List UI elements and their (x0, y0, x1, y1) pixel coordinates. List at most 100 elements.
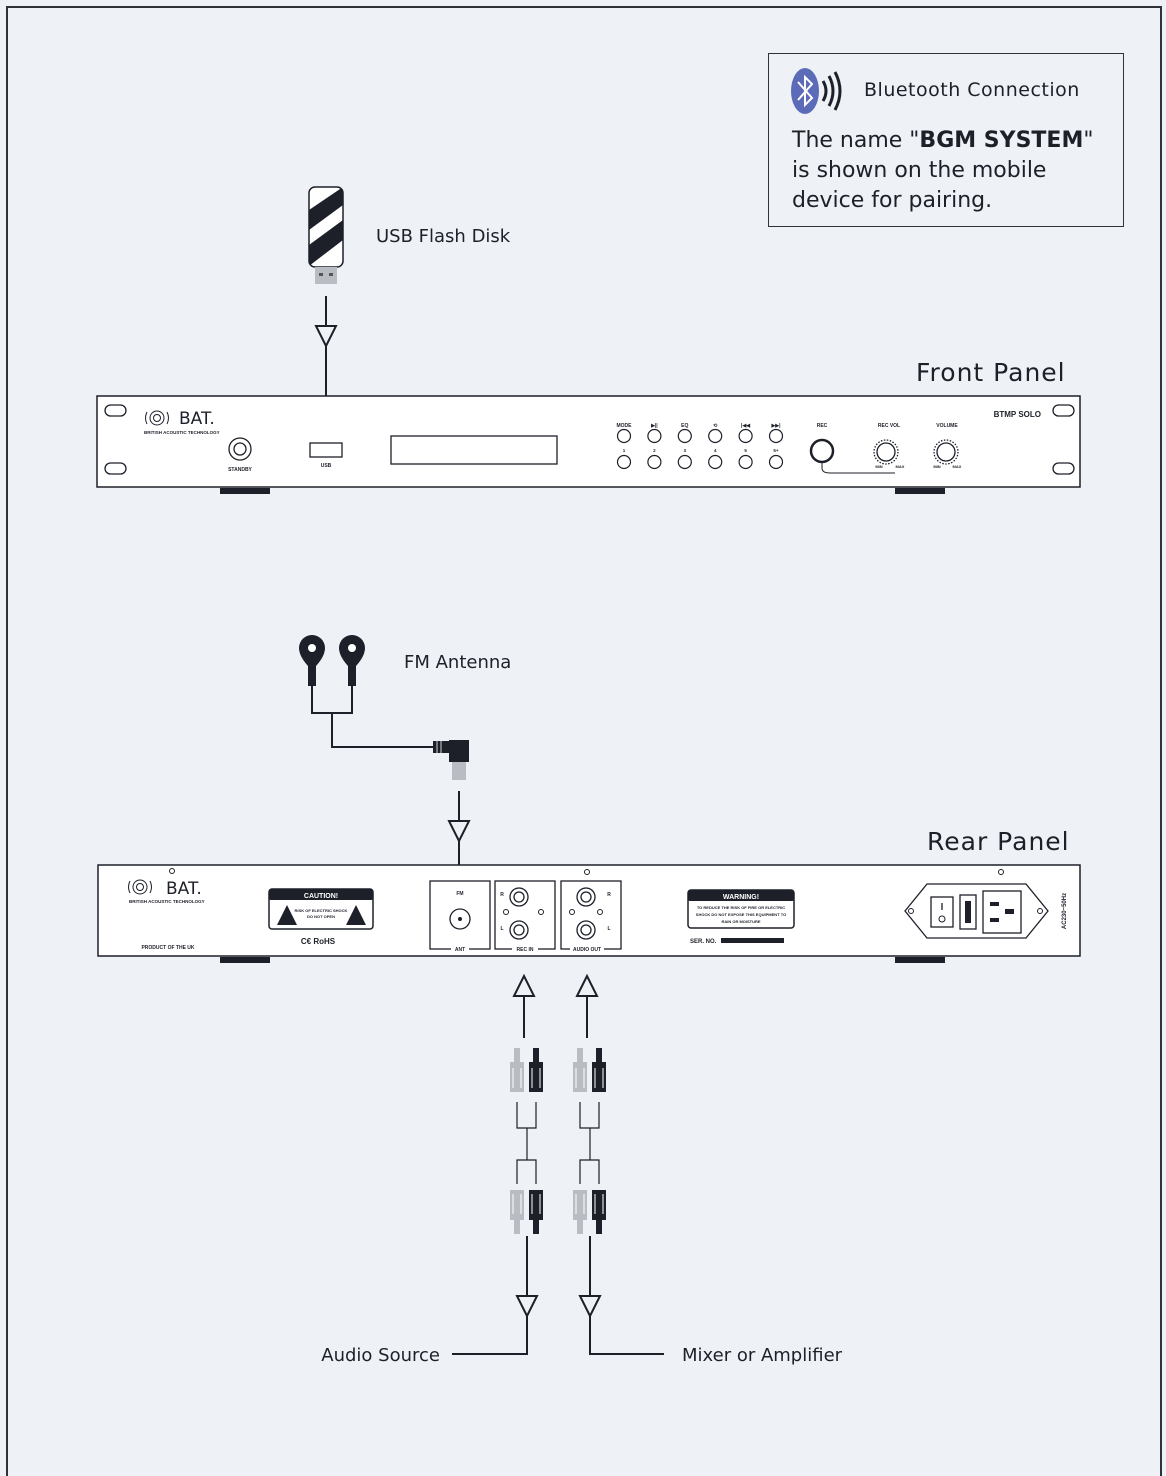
diagram-frame (6, 6, 1162, 1476)
front-panel: BAT. BRITISH ACOUSTIC TECHNOLOGY STANDBY… (96, 395, 1081, 494)
rca-left-upper-white-plug (510, 1048, 524, 1092)
svg-text:MIN: MIN (933, 464, 940, 469)
function-button-0[interactable] (616, 428, 632, 444)
svg-text:STANDBY: STANDBY (228, 467, 252, 473)
preset-label-4: 5 (744, 448, 747, 453)
antenna-connection-arrow (447, 791, 471, 881)
svg-text:C€ RoHS: C€ RoHS (301, 937, 336, 946)
preset-button-4[interactable] (738, 454, 753, 470)
power-inlet[interactable] (904, 869, 1049, 939)
bluetooth-device-name: BGM SYSTEM (919, 128, 1084, 153)
mixer-amplifier-label: Mixer or Amplifier (682, 1345, 843, 1366)
preset-label-5: 5+ (773, 448, 779, 453)
rec-in-rca-cable (510, 1048, 543, 1256)
svg-text:BRITISH ACOUSTIC TECHNOLOGY: BRITISH ACOUSTIC TECHNOLOGY (129, 899, 205, 904)
svg-text:VOLUME: VOLUME (936, 423, 958, 429)
svg-text:SHOCK DO NOT EXPOSE THIS EQUIP: SHOCK DO NOT EXPOSE THIS EQUIPMENT TO (696, 912, 786, 917)
svg-text:TO REDUCE THE RISK OF FIRE OR: TO REDUCE THE RISK OF FIRE OR ELECTRIC (697, 905, 785, 910)
svg-text:DO NOT OPEN: DO NOT OPEN (307, 914, 335, 919)
svg-text:R: R (607, 892, 611, 898)
bluetooth-description: The name "BGM SYSTEM" is shown on the mo… (792, 128, 1094, 213)
preset-label-1: 2 (653, 448, 656, 453)
svg-text:REC VOL: REC VOL (878, 423, 900, 429)
mixer-arrow (578, 1256, 664, 1355)
rca-right-lower-white-plug (573, 1190, 587, 1234)
rec-in-jacks[interactable]: R L REC IN (494, 880, 556, 953)
bluetooth-icon (791, 68, 842, 114)
preset-label-2: 3 (684, 448, 687, 453)
rec-vol-knob[interactable] (873, 439, 899, 465)
bat-logo-front: BAT. BRITISH ACOUSTIC TECHNOLOGY (144, 409, 220, 435)
rca-arrows (512, 973, 599, 1038)
preset-button-5[interactable] (768, 454, 784, 470)
svg-text:USB: USB (321, 463, 332, 469)
function-button-3[interactable] (708, 428, 723, 444)
rca-right-upper-white-plug (573, 1048, 587, 1092)
usb-flash-disk-icon (308, 186, 344, 284)
audio-out-jacks[interactable]: R L AUDIO OUT (560, 869, 622, 954)
svg-text:L: L (500, 926, 503, 932)
function-button-4[interactable] (738, 428, 753, 444)
svg-text:ANT: ANT (455, 947, 465, 953)
svg-text:WARNING!: WARNING! (723, 894, 759, 901)
audio-out-rca-cable (573, 1048, 606, 1256)
function-button-5[interactable] (768, 428, 784, 444)
button-label-4: |◀◀ (741, 423, 750, 429)
rca-left-upper-red-plug (529, 1048, 543, 1092)
svg-text:AC230~50Hz: AC230~50Hz (1062, 893, 1068, 929)
function-button-2[interactable] (677, 428, 692, 444)
rca-right-upper-red-plug (592, 1048, 606, 1092)
display-window (390, 435, 558, 465)
svg-text:CAUTION!: CAUTION! (304, 893, 338, 900)
rca-left-lower-red-plug (529, 1190, 543, 1234)
fm-antenna-label: FM Antenna (404, 652, 511, 673)
volume-knob[interactable] (933, 439, 959, 465)
button-label-1: ▶|| (650, 423, 658, 429)
svg-text:FM: FM (456, 891, 463, 897)
preset-label-3: 4 (714, 448, 717, 453)
svg-text:BAT.: BAT. (166, 879, 202, 899)
front-panel-label: Front Panel (916, 358, 1066, 387)
bluetooth-title: Bluetooth Connection (864, 79, 1080, 101)
audio-source-label: Audio Source (321, 1345, 440, 1366)
button-label-0: MODE (617, 423, 633, 429)
rca-right-lower-red-plug (592, 1190, 606, 1234)
bluetooth-info-box: Bluetooth Connection The name "BGM SYSTE… (768, 53, 1124, 227)
function-button-1[interactable] (647, 428, 662, 444)
preset-button-1[interactable] (647, 454, 662, 470)
usb-flash-disk-label: USB Flash Disk (376, 226, 511, 247)
preset-label-0: 1 (623, 448, 626, 453)
usb-port[interactable] (309, 442, 343, 458)
svg-text:REC: REC (817, 423, 828, 429)
standby-button[interactable] (228, 437, 252, 461)
svg-text:BAT.: BAT. (179, 409, 215, 429)
fm-ant-input[interactable]: FM ANT (429, 880, 491, 953)
svg-text:PRODUCT OF THE UK: PRODUCT OF THE UK (141, 945, 194, 951)
preset-button-3[interactable] (708, 454, 723, 470)
svg-text:BRITISH ACOUSTIC TECHNOLOGY: BRITISH ACOUSTIC TECHNOLOGY (144, 430, 220, 435)
caution-label: CAUTION! RISK OF ELECTRIC SHOCK DO NOT O… (268, 888, 374, 930)
svg-text:R: R (500, 892, 504, 898)
svg-text:RAIN OR MOISTURE: RAIN OR MOISTURE (721, 919, 760, 924)
rear-panel-label: Rear Panel (927, 827, 1070, 856)
svg-text:SER. NO.: SER. NO. (690, 939, 717, 945)
preset-button-2[interactable] (677, 454, 692, 470)
rear-panel: BAT. BRITISH ACOUSTIC TECHNOLOGY PRODUCT… (97, 864, 1081, 963)
rca-left-lower-white-plug (510, 1190, 524, 1234)
warning-label: WARNING! TO REDUCE THE RISK OF FIRE OR E… (687, 889, 795, 929)
svg-text:REC IN: REC IN (517, 947, 534, 953)
svg-text:MAX: MAX (953, 464, 962, 469)
model-name: BTMP SOLO (994, 410, 1041, 419)
button-label-2: EQ (681, 423, 688, 429)
svg-text:RISK OF ELECTRIC SHOCK: RISK OF ELECTRIC SHOCK (295, 908, 348, 913)
audio-source-arrow (452, 1256, 539, 1355)
button-label-5: ▶▶| (770, 423, 781, 429)
svg-text:L: L (607, 926, 610, 932)
svg-text:AUDIO OUT: AUDIO OUT (573, 947, 601, 953)
preset-button-0[interactable] (616, 454, 632, 470)
fm-antenna-icon (299, 635, 469, 780)
svg-text:MIN: MIN (875, 464, 882, 469)
bat-logo-rear: BAT. BRITISH ACOUSTIC TECHNOLOGY (128, 868, 205, 904)
